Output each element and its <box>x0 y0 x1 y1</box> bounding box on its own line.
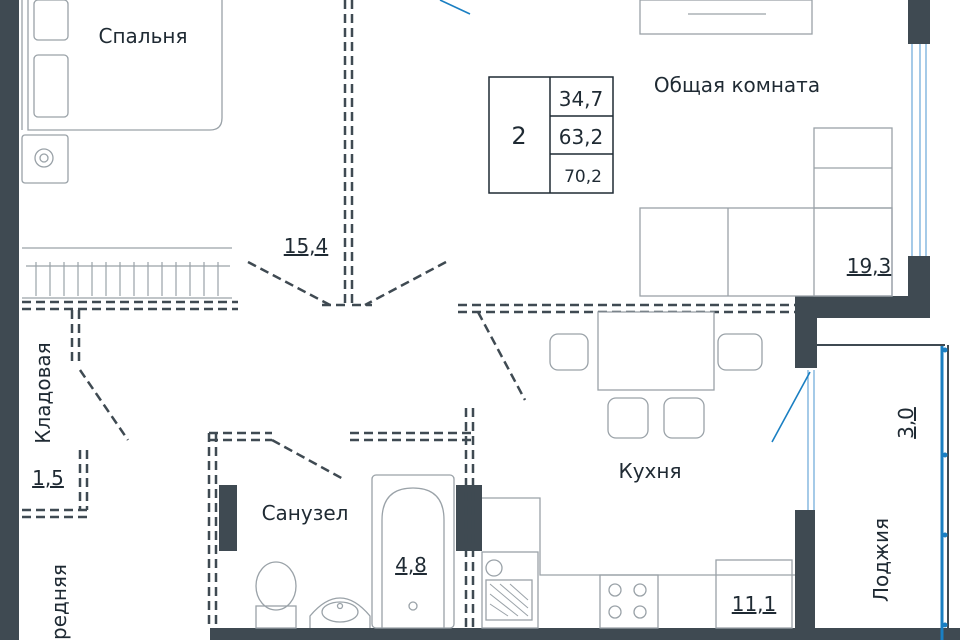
washbasin <box>309 597 371 628</box>
living-area-value: 34,7 <box>559 87 604 111</box>
door-swings <box>439 0 811 443</box>
bed <box>21 0 223 131</box>
nightstand <box>21 134 69 184</box>
kitchen-counter <box>481 497 795 629</box>
living-label: Общая комната <box>654 73 820 97</box>
bedroom-label: Спальня <box>99 24 188 48</box>
sofa <box>639 127 893 297</box>
storage-label: Кладовая <box>31 342 55 443</box>
total-with-loggia-value: 70,2 <box>564 167 602 187</box>
balcony-door-opening <box>807 370 815 510</box>
hall-label: редняя <box>47 564 71 640</box>
loggia-label: Лоджия <box>869 518 893 602</box>
storage-area: 1,5 <box>32 466 64 490</box>
toilet <box>255 561 297 629</box>
bathtub <box>371 474 455 629</box>
total-area-value: 63,2 <box>559 125 604 149</box>
loggia-glazing <box>817 344 949 640</box>
loggia-area: 3,0 <box>894 407 918 439</box>
kitchen-label: Кухня <box>619 459 682 483</box>
wardrobe <box>22 247 232 299</box>
dining-table <box>549 311 763 439</box>
area-summary-table: 2 34,7 63,2 70,2 <box>488 76 614 194</box>
kitchen-area: 11,1 <box>732 592 777 616</box>
living-window <box>911 44 927 256</box>
partitions <box>22 0 795 628</box>
bathroom-area: 4,8 <box>395 553 427 577</box>
living-area: 19,3 <box>847 254 892 278</box>
rooms-count: 2 <box>511 122 526 150</box>
bathroom-label: Санузел <box>262 501 349 525</box>
bedroom-area: 15,4 <box>284 234 329 258</box>
tv-unit <box>639 0 813 35</box>
